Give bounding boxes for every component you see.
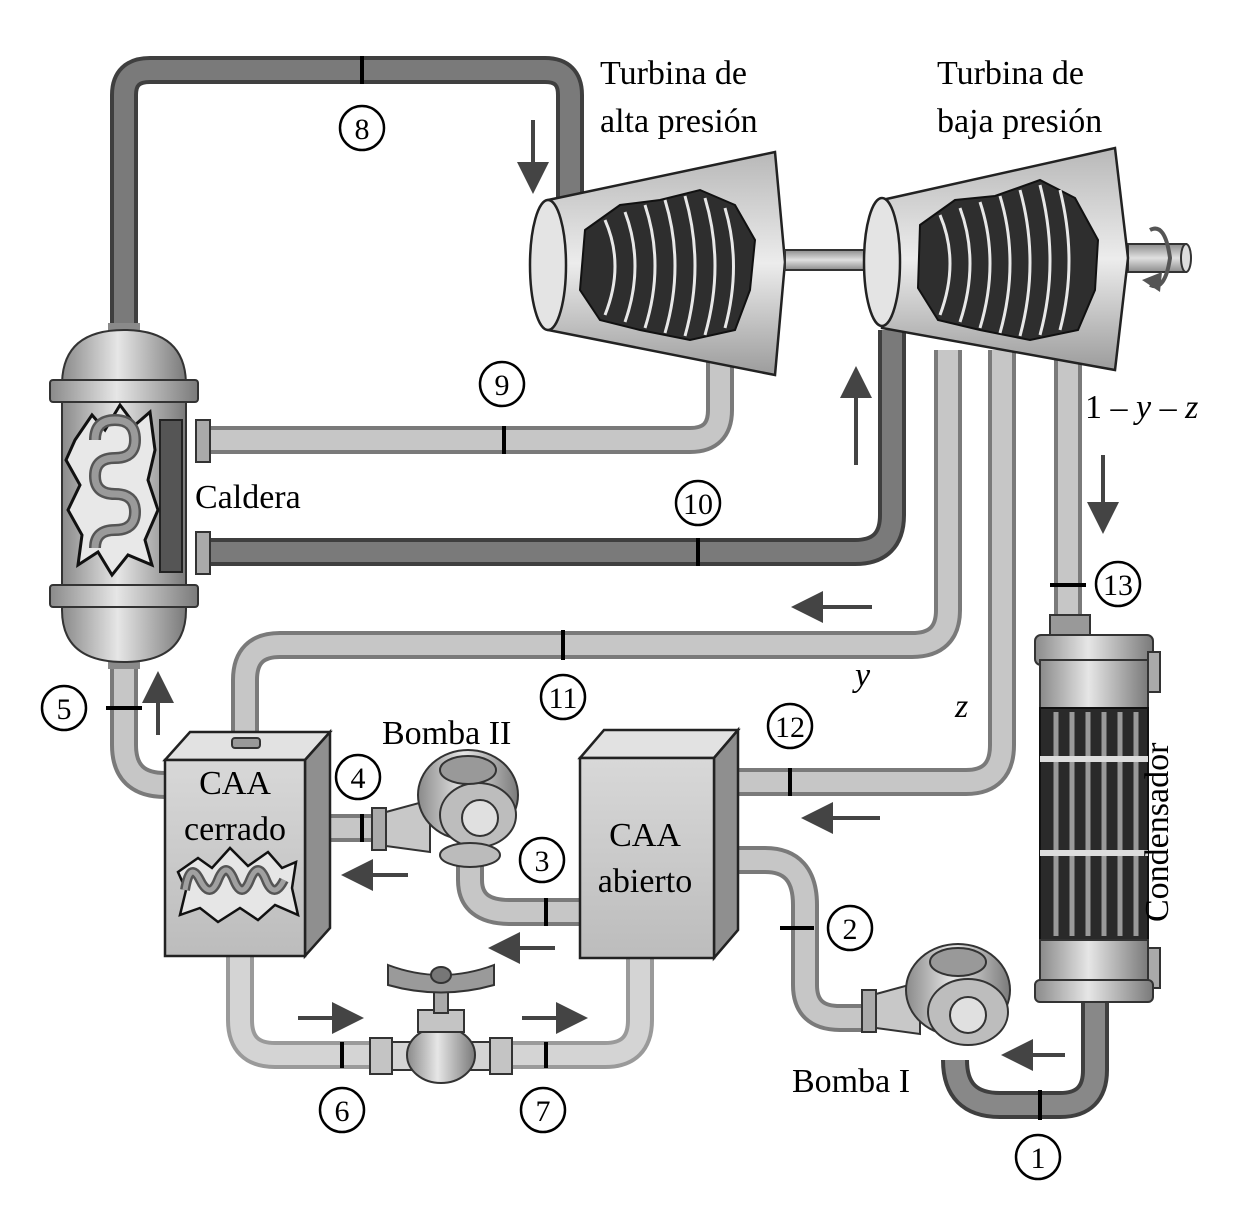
state-4: 4 [336,755,380,799]
state-10: 10 [676,481,720,525]
state-3: 3 [520,838,564,882]
svg-text:8: 8 [355,113,370,146]
svg-text:5: 5 [57,693,72,726]
state-1: 1 [1016,1135,1060,1179]
boiler-label: Caldera [195,479,301,516]
expansion-valve [370,965,512,1083]
lp-turbine-label-1: Turbina de [937,55,1084,92]
condenser-label: Condensador [1139,742,1176,922]
svg-text:12: 12 [775,711,805,744]
pump-1-label: Bomba I [792,1063,910,1100]
flow-y-label: y [852,657,871,694]
state-2: 2 [828,906,872,950]
svg-text:13: 13 [1103,569,1133,602]
shaft-output [1128,244,1186,272]
svg-text:10: 10 [683,488,713,521]
closed-fwh-label-1: CAA [199,765,271,802]
lp-turbine-label-2: baja presión [937,103,1102,140]
hp-turbine-label-1: Turbina de [600,55,747,92]
state-6: 6 [320,1088,364,1132]
flow-z-label: z [954,688,968,725]
state-12: 12 [768,704,812,748]
state-7: 7 [521,1088,565,1132]
svg-text:9: 9 [495,369,510,402]
hp-turbine-label-2: alta presión [600,103,758,140]
pump-2 [372,750,518,867]
closed-fwh-label-2: cerrado [184,811,286,848]
svg-text:6: 6 [335,1095,350,1128]
state-13: 13 [1096,562,1140,606]
pump-2-label: Bomba II [382,715,511,752]
state-5: 5 [42,686,86,730]
open-fwh-label-1: CAA [609,817,681,854]
state-8: 8 [340,106,384,150]
state-9: 9 [480,362,524,406]
pipe-8 [124,70,570,330]
svg-text:1: 1 [1031,1142,1046,1175]
svg-text:2: 2 [843,913,858,946]
open-fwh-label-2: abierto [598,863,692,900]
svg-text:7: 7 [536,1095,551,1128]
svg-text:11: 11 [549,682,578,715]
boiler [50,323,210,669]
svg-text:3: 3 [535,845,550,878]
pump-1 [862,944,1010,1045]
flow-rest-label: 1 – y – z [1085,389,1198,426]
state-11: 11 [541,675,585,719]
svg-text:4: 4 [351,762,366,795]
pipe-9 [205,360,720,440]
